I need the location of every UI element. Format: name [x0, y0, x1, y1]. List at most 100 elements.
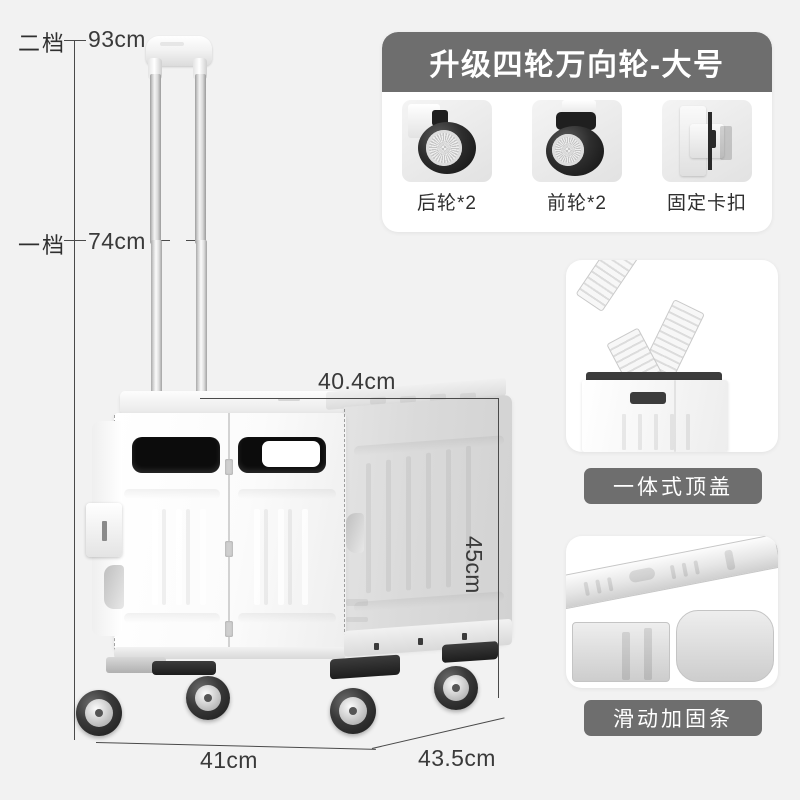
bar-slot-3: [606, 576, 614, 592]
lid-emboss-mark: [278, 398, 300, 401]
side-grip-pocket: [346, 513, 364, 553]
wheel-fork-front-left: [106, 657, 166, 673]
front-right-rib-1: [254, 509, 260, 605]
base-stud-2: [418, 638, 423, 645]
bar-slot-4: [669, 564, 677, 580]
thumbnail-rear-wheel[interactable]: 后轮*2: [395, 100, 499, 215]
side-height-value: 45cm: [461, 536, 487, 594]
wheel-fork-front-mid: [152, 661, 216, 675]
bar-end-slot: [723, 549, 736, 571]
side-height-line: [498, 398, 500, 698]
caster-wheel-front-right: [186, 676, 230, 720]
mini-rib-1: [622, 414, 626, 450]
front-left-rib-2: [162, 509, 166, 605]
wheel-fork-rear-right: [442, 641, 498, 663]
header-title: 升级四轮万向轮-大号: [429, 49, 725, 82]
rear-wheel-icon: [402, 100, 492, 182]
front-handle-cutout-left: [132, 437, 220, 473]
folding-cart-illustration: [78, 377, 512, 705]
hub: [552, 134, 584, 166]
cart-side-panel: [344, 394, 512, 655]
thumbnail-front-wheel[interactable]: 前轮*2: [525, 100, 629, 215]
feature-caption-integrated-lid: 一体式顶盖: [584, 468, 762, 504]
bar-slot-2: [595, 579, 602, 594]
fold-seam-right: [344, 409, 345, 657]
front-left-upper-groove: [124, 489, 220, 499]
cart-body-mini: [582, 380, 728, 452]
mini-rib-5: [686, 414, 690, 450]
caster-wheel-rear-left: [330, 688, 376, 734]
reinforcement-bar: [566, 536, 778, 610]
side-lower-groove: [354, 591, 504, 613]
vertical-measure-line: [74, 40, 76, 740]
base-stud-3: [462, 633, 467, 640]
wheel-fork-rear-left: [330, 654, 400, 680]
caster-wheel-rear-right: [434, 666, 478, 710]
buckle-slot: [710, 130, 716, 148]
telescoping-tube-right-upper: [195, 74, 206, 244]
header-title-bar: 升级四轮万向轮-大号: [382, 32, 772, 92]
front-right-rib-5: [302, 509, 308, 605]
mini-rib-2: [638, 414, 642, 450]
mini-rib-3: [654, 414, 658, 450]
front-right-upper-groove: [238, 489, 336, 499]
side-rib-4: [426, 452, 431, 589]
thumbnail-caption: 后轮*2: [417, 193, 477, 214]
front-left-rib-1: [152, 509, 158, 605]
side-rib-3: [406, 456, 411, 591]
left-grip-pocket: [104, 565, 124, 609]
buckle-shadow: [720, 126, 732, 160]
thumbnail-fixing-buckle[interactable]: 固定卡扣: [655, 100, 759, 215]
buckle-clip: [690, 124, 724, 158]
tick-74cm: [64, 240, 86, 242]
base-stud-1: [374, 643, 379, 650]
feature-card-sliding-bar[interactable]: [566, 536, 778, 688]
hub-pin: [204, 694, 212, 702]
bar-slot-1: [583, 581, 590, 597]
tick-93cm: [64, 40, 86, 42]
thumbnail-caption: 固定卡扣: [666, 193, 747, 214]
bar-slot-5: [681, 562, 689, 578]
feature-caption-sliding-bar: 滑动加固条: [584, 700, 762, 736]
front-right-rib-3: [278, 509, 284, 605]
feature-card-integrated-lid[interactable]: [566, 260, 778, 452]
telescoping-tube-left-lower: [151, 240, 162, 405]
side-rib-2: [386, 459, 391, 592]
front-left-lower-groove: [124, 613, 220, 623]
mini-centre-seam: [674, 380, 676, 452]
top-width-value: 40.4cm: [318, 368, 396, 394]
top-width-line: [200, 398, 498, 400]
handle-stage-one-value: 74cm: [88, 228, 146, 254]
front-right-rib-2: [264, 509, 268, 605]
handle-stage-one-label: 一档: [18, 233, 67, 258]
cart-top-lid-front: [120, 391, 370, 413]
mini-handle-cutout: [630, 392, 666, 404]
bar-frame-right: [676, 610, 774, 682]
cart-front-panel: [114, 413, 346, 653]
mini-rib-4: [670, 414, 674, 450]
side-rib-1: [366, 463, 371, 594]
front-left-rib-5: [200, 509, 206, 605]
hub-pin: [95, 709, 103, 717]
side-rib-5: [446, 449, 451, 588]
bar-finger-slot: [628, 566, 656, 584]
front-left-rib-3: [176, 509, 182, 605]
side-lock-tab-1: [346, 599, 368, 606]
front-right-rib-4: [288, 509, 292, 605]
front-width-value: 41cm: [200, 747, 258, 773]
handle-stage-two-value: 93cm: [88, 26, 146, 52]
depth-value: 43.5cm: [418, 745, 496, 771]
telescoping-tube-right-lower: [196, 240, 207, 405]
bar-slot-6: [693, 560, 700, 575]
front-hinge-top: [225, 459, 233, 475]
front-wheel-icon: [532, 100, 622, 182]
front-base-rail: [114, 647, 346, 659]
bar-frame-rib-2: [644, 628, 652, 680]
thumbnail-caption: 前轮*2: [547, 193, 607, 214]
caster-wheel-front-left: [76, 690, 122, 736]
hub: [426, 130, 462, 166]
side-lock-tab-2: [346, 617, 368, 622]
front-left-rib-4: [186, 509, 190, 605]
hub-pin: [452, 684, 460, 692]
